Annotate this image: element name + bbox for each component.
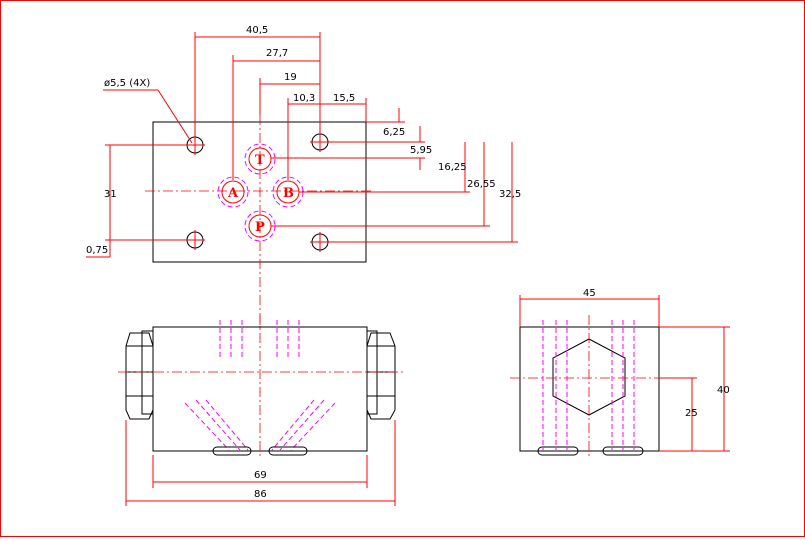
dim-19: 19 <box>284 72 297 83</box>
hole-callout: ø5,5 (4X) <box>103 78 193 144</box>
dim-32-5: 32,5 <box>499 189 521 200</box>
top-view: T A B P 40,5 27,7 19 10,3 15,5 <box>86 25 521 330</box>
dim-0-75: 0,75 <box>86 245 108 256</box>
dim-6-25: 6,25 <box>383 127 405 138</box>
right-fitting <box>366 330 396 420</box>
top-vertical-dimensions-left: 31 0,75 <box>86 144 187 258</box>
dim-27-7: 27,7 <box>266 48 288 59</box>
front-view: 69 86 <box>118 315 404 506</box>
port-b-label: B <box>283 186 294 201</box>
front-hidden-lines <box>184 320 336 456</box>
dim-31: 31 <box>104 189 117 200</box>
dim-69: 69 <box>254 470 267 481</box>
dim-10-3: 10,3 <box>293 93 315 104</box>
dim-25: 25 <box>685 408 698 419</box>
dim-86: 86 <box>254 489 267 500</box>
port-a-label: A <box>227 186 239 201</box>
top-vertical-dimensions-right: 6,25 5,95 16,25 26,55 32,5 <box>271 108 521 243</box>
hole-note: ø5,5 (4X) <box>104 78 150 89</box>
dim-40-5: 40,5 <box>246 25 268 36</box>
dim-26-55: 26,55 <box>467 179 496 190</box>
dim-15-5: 15,5 <box>333 93 355 104</box>
port-t-label: T <box>255 153 265 168</box>
dim-45: 45 <box>583 288 596 299</box>
side-view: 45 25 40 <box>510 288 730 458</box>
port-p-label: P <box>255 220 265 235</box>
left-fitting <box>125 330 154 420</box>
top-horizontal-dimensions: 40,5 27,7 19 10,3 15,5 <box>194 25 367 180</box>
dim-40: 40 <box>717 385 730 396</box>
dim-5-95: 5,95 <box>410 145 432 156</box>
side-dimensions: 45 25 40 <box>519 288 730 452</box>
side-view-body <box>519 326 660 452</box>
side-hidden-lines <box>537 320 644 456</box>
dim-16-25: 16,25 <box>438 162 467 173</box>
front-dimensions: 69 86 <box>125 420 396 506</box>
